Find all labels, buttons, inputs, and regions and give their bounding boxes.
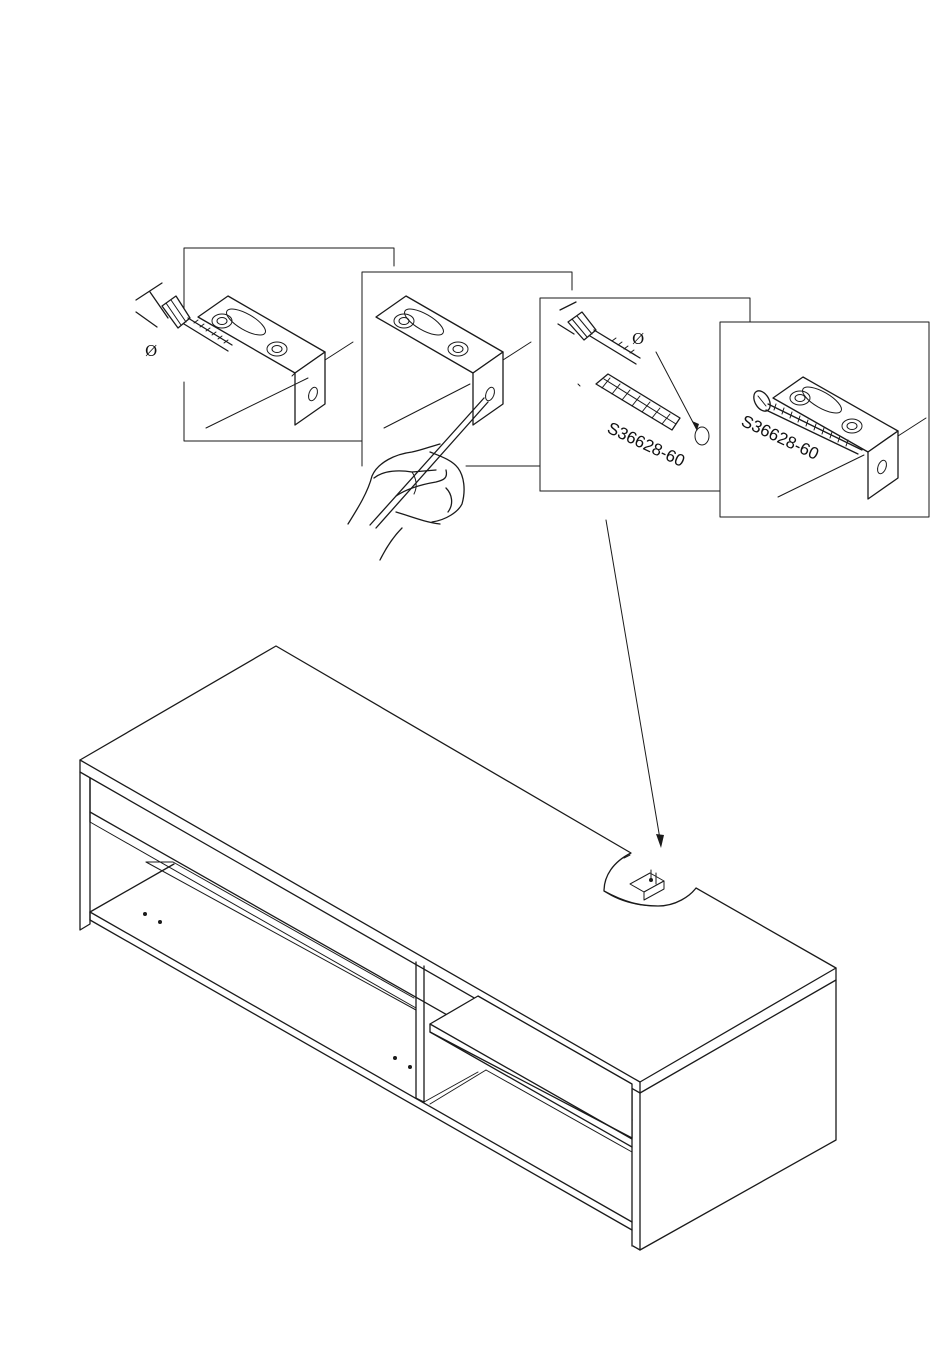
step-2-mark-wall-panel	[348, 272, 572, 560]
wall-bracket	[198, 296, 325, 425]
shelf-pin-hole	[143, 912, 147, 916]
step-1-drill-bracket-panel: Ø	[136, 248, 394, 441]
hand-icon	[348, 444, 464, 560]
wall-plug-icon	[578, 374, 680, 430]
svg-text:Ø: Ø	[145, 342, 157, 360]
pencil-icon	[370, 398, 488, 528]
panel-1-frame-bottom	[184, 382, 362, 441]
tv-cabinet	[80, 646, 836, 1250]
diameter-icon: Ø	[145, 342, 157, 360]
cabinet-right-side	[633, 1093, 640, 1250]
diameter-icon: Ø	[632, 330, 644, 348]
detail-leader-arrow	[606, 520, 664, 848]
step-3-drill-wall-panel: Ø S36628-60	[540, 298, 750, 491]
shelf-pin-hole	[158, 920, 162, 924]
svg-text:Ø: Ø	[632, 330, 644, 348]
panel-3-frame	[540, 298, 750, 491]
drill-icon	[558, 302, 640, 364]
shelf-pin-hole	[393, 1056, 397, 1060]
step-4-screw-bracket-panel: S36628-60	[720, 322, 929, 517]
shelf-pin-hole	[408, 1065, 412, 1069]
cabinet-left-side	[80, 772, 90, 930]
installed-wall-bracket	[630, 870, 664, 900]
